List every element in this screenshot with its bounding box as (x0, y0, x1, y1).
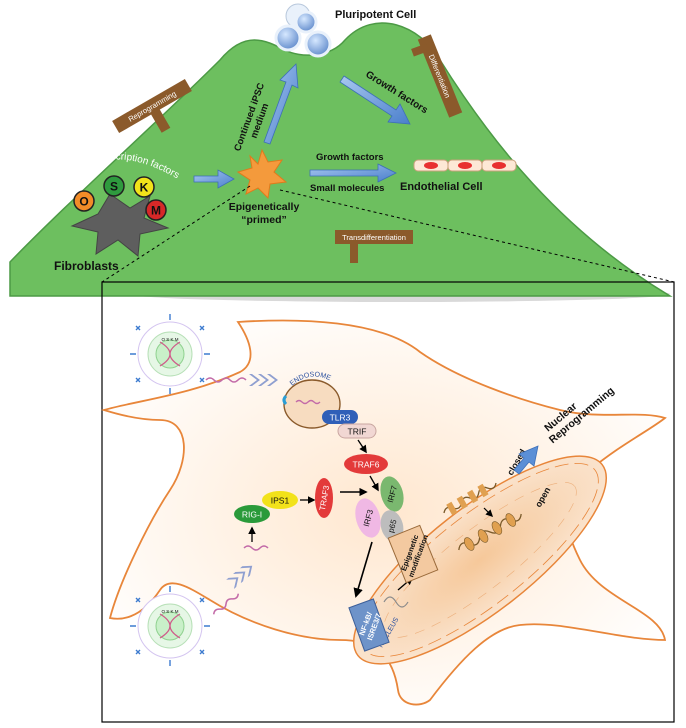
traf6-node (344, 454, 388, 474)
arrow-nuclear-reprogramming (513, 445, 539, 475)
arrow-closed-open (483, 507, 494, 518)
irf3-label: IRF3 (362, 508, 375, 528)
dna-strand-small (383, 596, 409, 608)
arrow-traf6-irf (369, 475, 379, 492)
viral-rna-bottom (212, 593, 240, 615)
fibroblasts-label: Fibroblasts (54, 259, 119, 273)
irf7-label: IRF7 (386, 484, 399, 504)
chevrons-bottom (226, 565, 253, 589)
fibroblast-star (70, 193, 170, 257)
nfkb-box (348, 598, 390, 652)
differentiation-signpost-base (411, 43, 429, 57)
endothelial-cell-label: Endothelial Cell (400, 181, 483, 193)
primed-label: “primed” (241, 214, 287, 226)
chromatin-open (458, 513, 522, 551)
irf3-node (355, 498, 381, 538)
p65-label: p65 (386, 518, 398, 534)
virus-top-label: O S K M (161, 337, 178, 342)
pluripotent-cell-label: Pluripotent Cell (335, 9, 416, 21)
chevrons-top (249, 374, 278, 386)
transdifferentiation-signpost: Transdifferentiation (335, 230, 413, 263)
rigi-node (234, 505, 270, 523)
viral-rna-top (205, 377, 247, 383)
oskm-factors: O S K M (73, 175, 167, 221)
epigenetically-label: Epigenetically (229, 201, 300, 213)
small-molecules-label: Small molecules (310, 183, 384, 194)
trif-node (337, 423, 377, 439)
factor-s-label: S (110, 180, 118, 194)
arrow-irf-nfkb (353, 541, 373, 598)
factor-k-label: K (140, 181, 149, 195)
rigi-label: RIG-I (242, 510, 262, 520)
traf6-label: TRAF6 (353, 460, 380, 470)
transdifferentiation-label: Transdifferentiation (342, 233, 406, 242)
epigenetic-box (387, 524, 439, 584)
arrow-to-pluripotent (263, 63, 299, 145)
arrow-growth-factors-diag (339, 75, 411, 125)
factor-o-label: O (79, 195, 88, 209)
growth-factors-label: Growth factors (316, 152, 384, 163)
tlr3-node (322, 410, 358, 424)
arrow-trif-traf6 (357, 439, 367, 454)
ips1-node (262, 491, 298, 509)
irf7-node (380, 476, 404, 512)
factor-m-label: M (151, 204, 161, 218)
trif-label: TRIF (348, 427, 367, 437)
virus-bottom: O S K M (130, 586, 210, 666)
pluripotent-cell-cluster (274, 3, 332, 58)
arrow-to-endothelial (309, 163, 397, 183)
virus-top: O S K M (130, 314, 210, 394)
zoom-line-right (279, 189, 675, 283)
virus-bottom-label: O S K M (161, 609, 178, 614)
traf3-node (315, 478, 333, 518)
traf3-label: TRAF3 (318, 484, 331, 511)
ips1-label: IPS1 (271, 496, 290, 506)
chromatin-closed (443, 482, 497, 516)
endothelial-cells (413, 159, 517, 172)
arrow-fibro-to-primed (193, 169, 235, 189)
viral-rna-cytoplasm (243, 545, 269, 551)
inset-panel (101, 281, 675, 723)
tlr3-label: TLR3 (330, 413, 351, 423)
